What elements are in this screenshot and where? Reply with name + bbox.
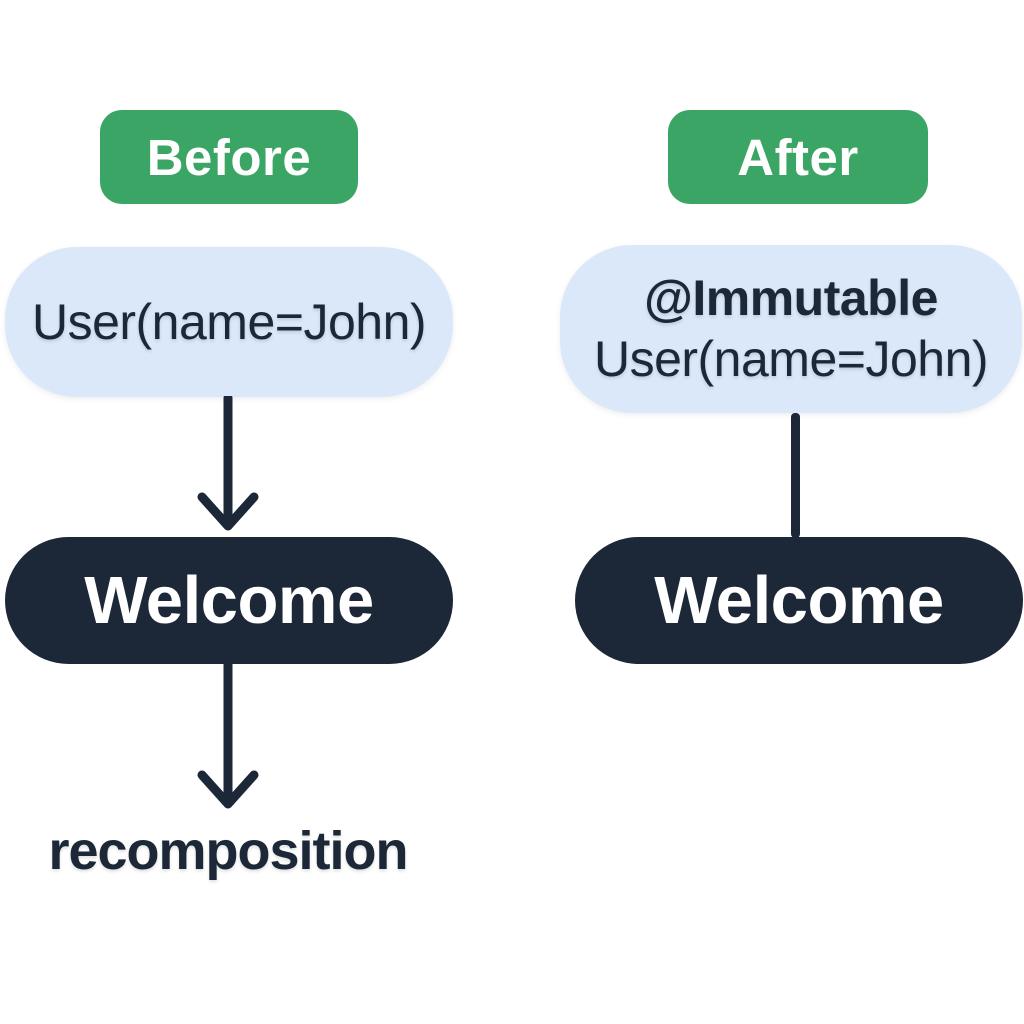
before-state-node: User(name=John) [5, 247, 453, 397]
recomposition-caption: recomposition [48, 821, 408, 881]
after-state-annotation: @Immutable [644, 270, 938, 326]
vertical-line-connector [791, 413, 800, 538]
down-arrow-icon [197, 664, 259, 809]
after-header-badge: After [668, 110, 928, 204]
before-component-label: Welcome [84, 563, 374, 638]
before-component-node: Welcome [5, 537, 453, 664]
after-header-label: After [737, 128, 859, 186]
after-component-node: Welcome [575, 537, 1023, 664]
after-state-label: User(name=John) [593, 331, 989, 387]
after-state-node: @Immutable User(name=John) [560, 245, 1022, 413]
down-arrow-icon [197, 396, 259, 531]
before-header-badge: Before [100, 110, 358, 204]
after-component-label: Welcome [654, 563, 944, 638]
before-header-label: Before [146, 128, 312, 186]
before-state-label: User(name=John) [31, 294, 427, 350]
